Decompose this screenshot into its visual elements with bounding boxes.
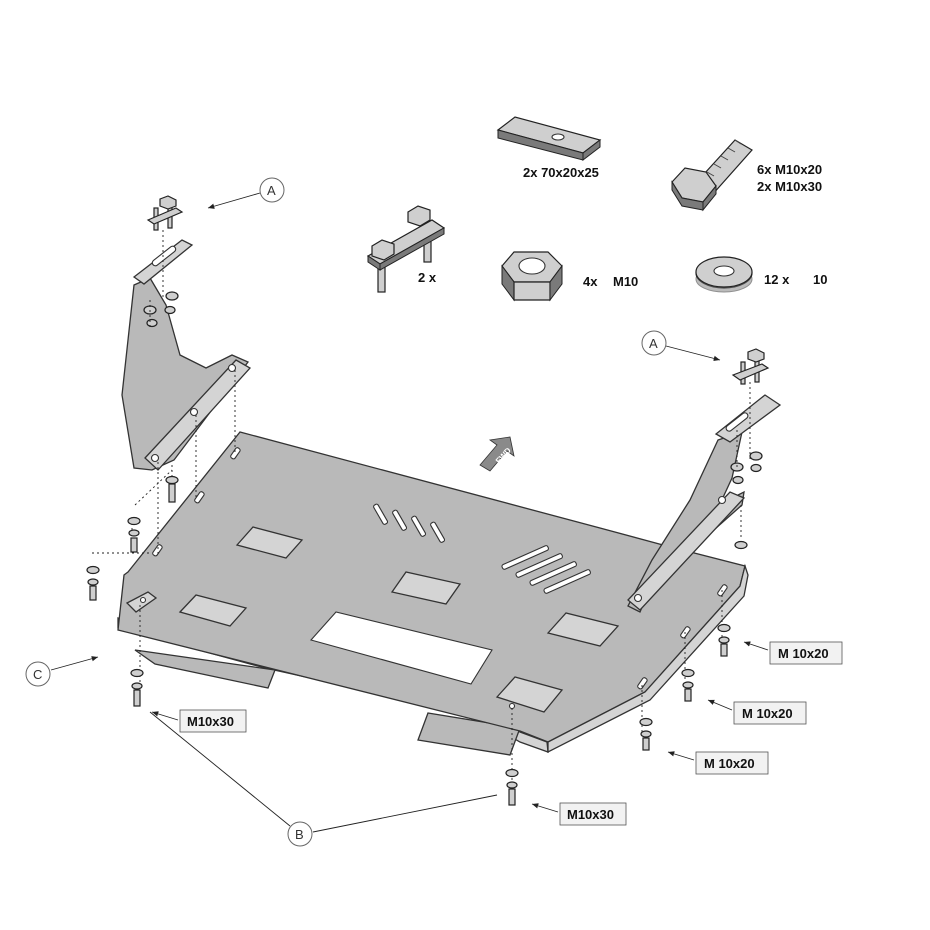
nut-size-label: M10 [613,274,638,289]
stud-bracket-part [366,205,446,293]
spacer-plate-label: 2x 70x20x25 [523,165,599,180]
washer-part [695,256,753,293]
svg-text:M 10x20: M 10x20 [742,706,793,721]
right-bracket [627,348,782,613]
stud-bracket-label: 2 x [418,270,437,285]
fastener-label-right-1: M 10x20 [743,641,843,665]
loose-fasteners [86,475,748,806]
nut-qty-label: 4x [583,274,598,289]
fwd-arrow: FWD [479,436,515,472]
left-bracket [121,195,252,471]
callout-b: B [149,711,498,847]
svg-text:A: A [649,336,658,351]
svg-text:M 10x20: M 10x20 [778,646,829,661]
svg-text:B: B [295,827,304,842]
callout-c: C [25,656,99,687]
svg-text:M10x30: M10x30 [567,807,614,822]
svg-text:A: A [267,183,276,198]
washer-size-label: 10 [813,272,827,287]
nut-part [501,251,563,302]
bolt-part [671,139,753,212]
fastener-label-right-2: M 10x20 [707,699,807,725]
bolts-label-line1: 6x M10x20 [757,162,822,177]
spacer-plate-part [496,116,602,162]
fastener-label-front-center: M10x30 [531,802,627,826]
bolts-label-line2: 2x M10x30 [757,179,822,194]
callout-a-left: A [207,177,285,209]
washer-qty-label: 12 x [764,272,790,287]
svg-text:M 10x20: M 10x20 [704,756,755,771]
fastener-label-front-left: M10x30 [151,709,247,733]
fastener-label-right-3: M 10x20 [667,751,769,775]
skid-plate [117,431,749,756]
callout-a-right: A [641,330,721,362]
svg-text:M10x30: M10x30 [187,714,234,729]
svg-text:C: C [33,667,42,682]
